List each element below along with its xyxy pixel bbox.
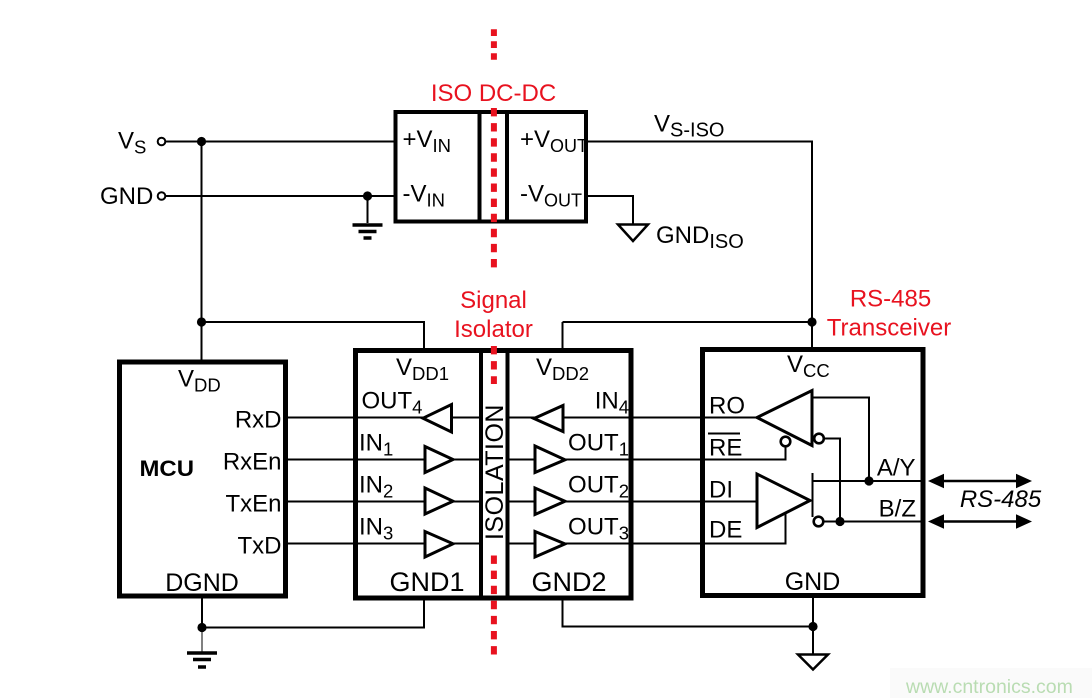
svg-text:RS-485: RS-485 (850, 286, 931, 313)
svg-text:RO: RO (709, 393, 745, 420)
svg-text:Signal: Signal (460, 287, 527, 314)
svg-text:GND: GND (100, 183, 153, 210)
svg-text:RE: RE (709, 435, 742, 462)
svg-text:DI: DI (709, 477, 733, 504)
svg-text:Isolator: Isolator (454, 316, 533, 343)
svg-text:RS-485: RS-485 (960, 486, 1042, 513)
svg-text:www.cntronics.com: www.cntronics.com (905, 676, 1073, 698)
svg-text:MCU: MCU (140, 456, 195, 481)
svg-text:Transceiver: Transceiver (827, 315, 951, 342)
svg-text:DE: DE (709, 517, 742, 544)
svg-text:ISOLATION: ISOLATION (481, 404, 509, 540)
svg-text:GND2: GND2 (531, 567, 606, 597)
svg-text:TxD: TxD (238, 533, 282, 560)
svg-text:RxEn: RxEn (223, 449, 282, 476)
svg-text:RxD: RxD (235, 407, 282, 434)
svg-text:GND1: GND1 (389, 567, 464, 597)
svg-text:GND: GND (785, 568, 841, 596)
svg-text:OUT2: OUT2 (568, 472, 629, 502)
svg-text:A/Y: A/Y (877, 455, 916, 482)
svg-text:GNDISO: GNDISO (656, 222, 744, 253)
svg-text:B/Z: B/Z (879, 496, 916, 523)
svg-text:DGND: DGND (165, 569, 239, 597)
svg-text:TxEn: TxEn (225, 491, 281, 518)
svg-text:ISO DC-DC: ISO DC-DC (431, 80, 556, 107)
